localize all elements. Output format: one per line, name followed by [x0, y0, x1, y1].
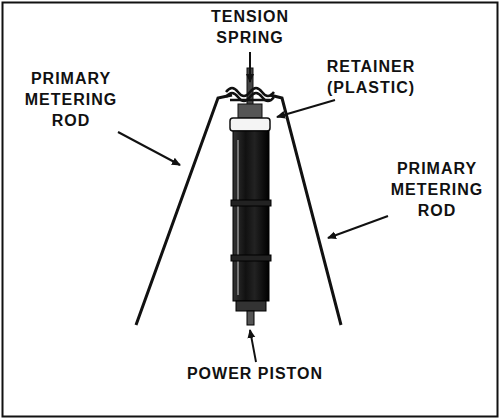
plastic-retainer [230, 118, 270, 131]
part-label: POWER PISTON [150, 363, 360, 384]
piston-groove [231, 200, 271, 206]
power-piston-body [233, 131, 269, 301]
piston-pin [247, 311, 254, 325]
part-label: PRIMARY METERING ROD [378, 158, 496, 221]
right-metering-rod [270, 95, 341, 325]
leader-lines [118, 52, 388, 362]
part-label: PRIMARY METERING ROD [12, 68, 130, 131]
piston-highlight [237, 140, 239, 295]
piston-tip [236, 301, 266, 311]
tension-spring-coil [226, 88, 274, 101]
retainer-hub [238, 104, 262, 118]
frame-border [3, 3, 498, 417]
part-label: RETAINER (PLASTIC) [312, 56, 430, 98]
piston-groove [231, 255, 271, 261]
left-metering-rod [136, 95, 232, 325]
part-label: TENSION SPRING [195, 6, 305, 48]
